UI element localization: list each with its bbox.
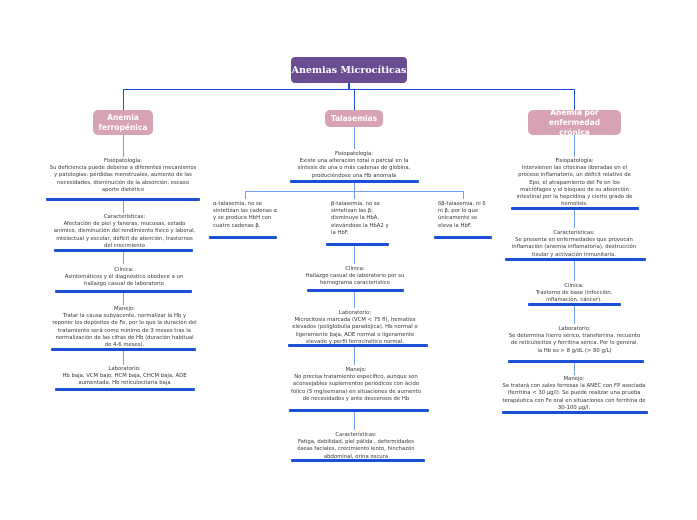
connector: [354, 183, 355, 191]
connector: [123, 201, 124, 213]
note-caracteristicas[interactable]: Características: Afectación de piel y fa…: [52, 214, 197, 250]
note-heading: Clínica:: [114, 267, 134, 273]
note-text: No precisa tratamiento específico, aunqu…: [291, 374, 421, 402]
note-heading: Laboratorio:: [558, 326, 591, 332]
type-delta-beta-talasemia[interactable]: δβ-talasemia, ni δ ni β, por lo que únic…: [438, 201, 486, 229]
connector: [354, 191, 355, 199]
note-fisiopatologia[interactable]: Fisiopatología: Existe una alteración to…: [290, 151, 418, 180]
note-laboratorio[interactable]: Laboratorio: Microcitosis marcada (VCM <…: [287, 310, 423, 346]
note-text: Se tratará con sales ferrosas la ANEC co…: [502, 383, 646, 411]
note-text: Existe una alteración total o parcial en…: [297, 158, 411, 179]
note-heading: Manejo:: [114, 306, 135, 312]
note-underline: [307, 289, 404, 292]
root-connector: [348, 83, 350, 89]
note-text: Trastorno de base (infección, inflamació…: [535, 290, 613, 304]
topic-anemia-ferropenica[interactable]: Anemia ferropénica: [93, 110, 153, 135]
topic-anemia-enfermedad-cronica[interactable]: Anemia por enfermedad crónica: [528, 108, 621, 137]
connector-right: [574, 89, 575, 110]
note-underline: [289, 409, 429, 412]
connector-left: [123, 89, 124, 110]
note-underline: [502, 411, 648, 414]
note-text: Se presenta en enfermedades que provocan…: [511, 237, 637, 258]
connector: [574, 306, 575, 324]
note-manejo[interactable]: Manejo: Se tratará con sales ferrosas la…: [502, 376, 646, 412]
note-underline: [55, 388, 195, 391]
connector: [354, 412, 355, 430]
note-heading: Fisiopatología:: [334, 151, 374, 157]
note-heading: Características:: [553, 230, 595, 236]
note-heading: Características:: [335, 432, 377, 438]
note-text: Fatiga, debilidad, piel pálida , deformi…: [297, 439, 415, 460]
branch-connector: [123, 89, 575, 90]
note-heading: Manejo:: [345, 367, 367, 373]
note-underline: [505, 258, 646, 261]
note-heading: Fisiopatología:: [103, 158, 143, 164]
note-underline: [51, 348, 196, 351]
connector: [123, 351, 124, 365]
note-heading: Laboratorio:: [338, 310, 372, 316]
note-heading: Manejo:: [563, 376, 585, 382]
note-underline: [46, 198, 200, 201]
root-topic[interactable]: Anemias Microcíticas: [291, 57, 407, 83]
note-text: Hallazgo casual de laboratorio por su he…: [305, 273, 405, 287]
note-manejo[interactable]: Manejo: No precisa tratamiento específic…: [291, 367, 421, 403]
topic-talasemias[interactable]: Talasemias: [325, 110, 383, 127]
note-heading: Clínica:: [345, 266, 365, 272]
connector: [245, 191, 246, 199]
note-underline: [290, 180, 419, 183]
connector: [574, 135, 575, 157]
connector: [123, 252, 124, 264]
note-underline: [528, 303, 621, 306]
note-text: Tratar la causa subyacente, normalizar l…: [52, 313, 197, 349]
note-text: Asintomáticos y el diagnóstico obedece a…: [64, 274, 184, 288]
note-caracteristicas[interactable]: Características: Fatiga, debilidad, piel…: [291, 432, 421, 461]
note-underline: [55, 290, 192, 293]
note-underline: [54, 249, 193, 252]
note-text: Intervienen las citocinas liberadas en e…: [516, 165, 633, 208]
connector: [354, 292, 355, 308]
note-laboratorio[interactable]: Laboratorio: Hb baja; VCM bajo, HCM baja…: [52, 366, 197, 388]
note-underline: [434, 236, 492, 239]
note-underline: [508, 360, 644, 363]
connector: [123, 135, 124, 157]
connector: [354, 347, 355, 365]
note-underline: [326, 243, 389, 246]
note-heading: Características:: [103, 214, 146, 220]
note-text: Hb baja; VCM bajo, HCM baja, CHCM baja, …: [62, 373, 187, 387]
note-heading: Clínica:: [564, 283, 584, 289]
note-underline: [291, 459, 425, 462]
connector: [574, 261, 575, 281]
note-underline: [511, 207, 639, 210]
note-clinica[interactable]: Clínica: Trastorno de base (infección, i…: [525, 283, 623, 305]
note-text: Su deficiencia puede deberse a diferente…: [49, 165, 197, 193]
note-clinica[interactable]: Clínica: Asintomáticos y el diagnóstico …: [54, 267, 194, 289]
note-text: Se determina hierro sérico, transferrina…: [508, 333, 641, 354]
note-underline: [209, 236, 277, 239]
type-alfa-talasemia[interactable]: α-talasemia, no se sintetizan las cadena…: [213, 201, 278, 229]
note-manejo[interactable]: Manejo: Tratar la causa subyacente, norm…: [52, 306, 197, 349]
type-beta-talasemia[interactable]: β-talasemia, no se sintetizan las β; dis…: [331, 201, 389, 236]
note-clinica[interactable]: Clínica: Hallazgo casual de laboratorio …: [300, 266, 410, 288]
connector-center: [354, 89, 355, 110]
note-text: Microcitosis marcada (VCM < 75 fl), hema…: [292, 317, 418, 345]
note-laboratorio[interactable]: Laboratorio: Se determina hierro sérico,…: [508, 326, 641, 355]
note-fisiopatologia[interactable]: Fisiopatología: Intervienen las citocina…: [513, 158, 636, 208]
connector: [354, 127, 355, 149]
note-underline: [288, 344, 428, 347]
note-fisiopatologia[interactable]: Fisiopatología: Su deficiencia puede deb…: [48, 158, 198, 194]
connector: [354, 246, 355, 264]
connector: [123, 293, 124, 305]
note-caracteristicas[interactable]: Características: Se presenta en enfermed…: [505, 230, 643, 259]
connector: [463, 191, 464, 199]
connector: [574, 210, 575, 228]
note-text: Afectación de piel y faneras, mucosas, e…: [53, 221, 196, 249]
note-heading: Laboratorio:: [108, 366, 141, 372]
connector: [574, 363, 575, 375]
note-heading: Fisiopatología:: [555, 158, 594, 164]
